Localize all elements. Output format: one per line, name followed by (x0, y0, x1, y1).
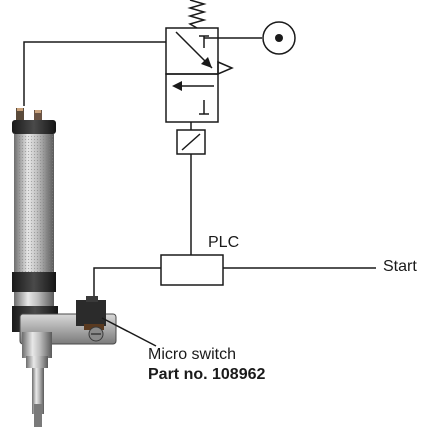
valve-position-bottom (166, 74, 218, 122)
spring-symbol (190, 0, 204, 28)
start-label: Start (383, 258, 417, 276)
micro-switch-line (94, 268, 161, 300)
plc-box (161, 255, 223, 285)
micro-switch-label: Micro switch (148, 346, 236, 364)
part-number-label: Part no. 108962 (148, 366, 265, 384)
exhaust-symbol (218, 62, 232, 74)
air-hose-line (24, 42, 166, 106)
plc-label: PLC (208, 234, 239, 252)
